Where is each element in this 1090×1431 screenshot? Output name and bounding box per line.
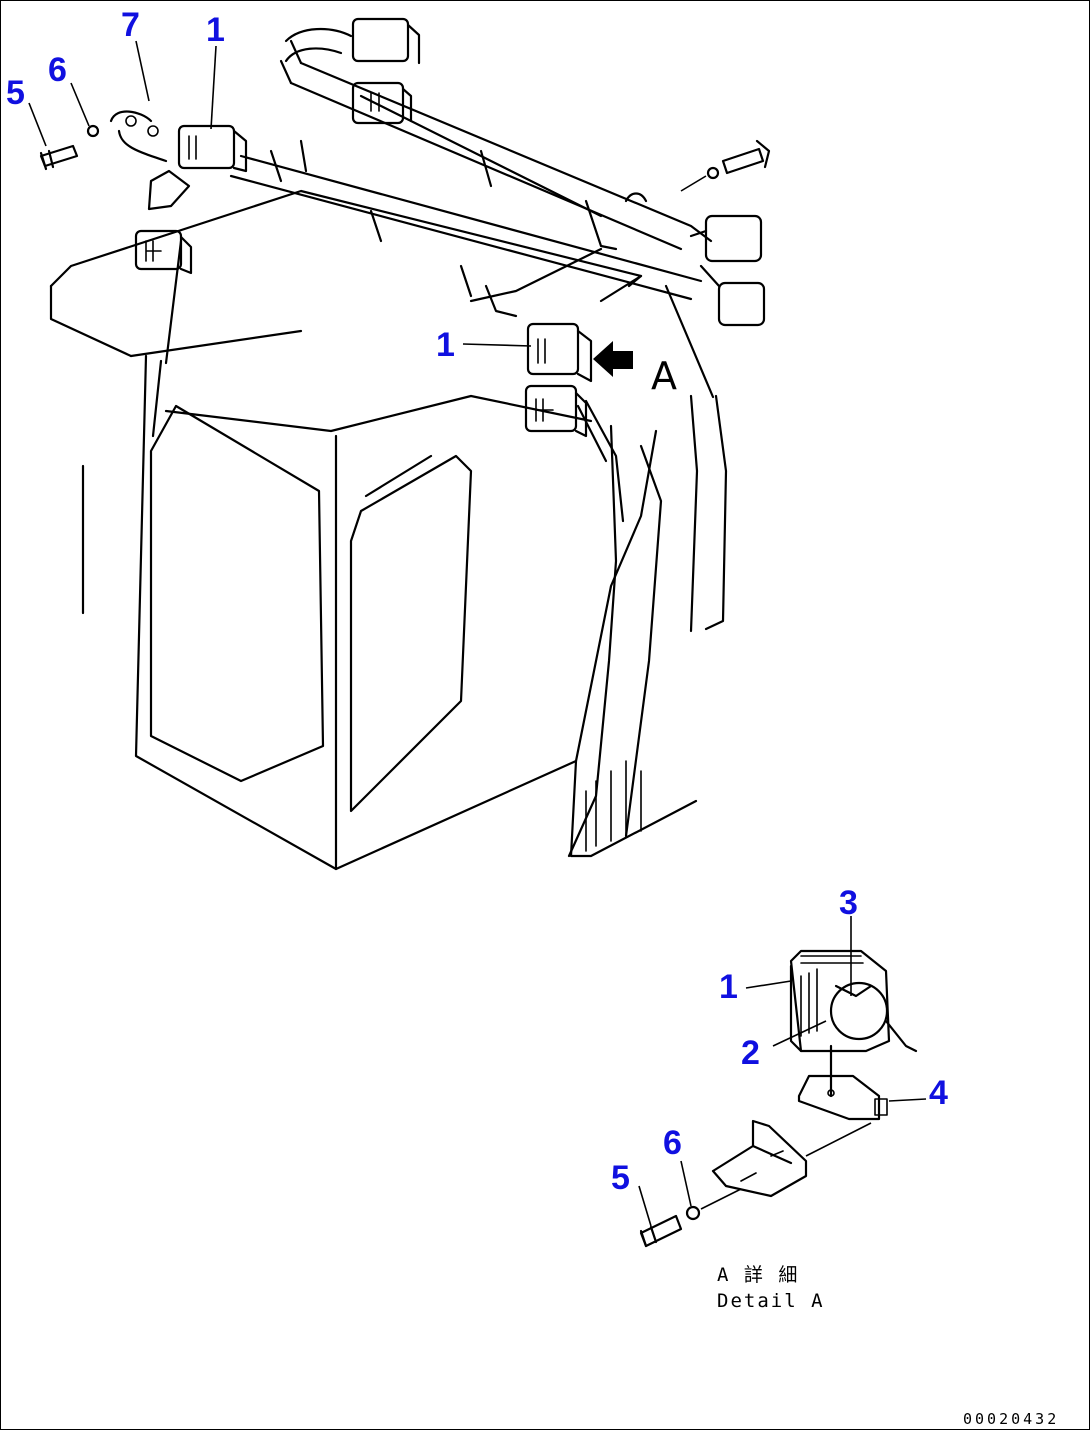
callout-3-detail: 3 — [839, 884, 858, 922]
view-arrow-a: A — [593, 341, 677, 398]
detail-a-assembly — [639, 949, 918, 1248]
work-lamp-front-upper — [526, 322, 593, 383]
callout-1-detail: 1 — [719, 968, 738, 1006]
roof-light-frame — [109, 27, 713, 523]
detail-caption: A 詳 細 Detail A — [717, 1264, 825, 1312]
leader-lines — [28, 40, 927, 1227]
callout-6-top: 6 — [48, 51, 67, 89]
work-lamp-rear-top — [351, 17, 421, 125]
callout-5-top: 5 — [6, 74, 25, 112]
cab-body — [49, 189, 728, 871]
callout-numbers: 5 6 7 1 1 1 2 3 4 5 6 — [6, 6, 948, 1197]
callout-6-detail: 6 — [663, 1124, 682, 1162]
work-lamp-left-lower — [134, 229, 193, 275]
fasteners-top-left — [39, 115, 191, 211]
callout-1-top: 1 — [206, 11, 225, 49]
detail-caption-en: Detail A — [717, 1290, 825, 1312]
bolt-top-right — [680, 139, 771, 192]
callout-2-detail: 2 — [741, 1034, 760, 1072]
callout-1-mid: 1 — [436, 326, 455, 364]
doc-number: 00020432 — [963, 1410, 1059, 1428]
work-lamp-top-left — [177, 124, 248, 173]
callout-5-detail: 5 — [611, 1159, 630, 1197]
view-label-a: A — [651, 354, 677, 398]
work-lamp-front-lower — [524, 384, 588, 438]
work-lamp-right — [689, 214, 766, 327]
callout-7-top: 7 — [121, 6, 140, 44]
callout-4-detail: 4 — [929, 1074, 948, 1112]
detail-caption-jp: A 詳 細 — [717, 1264, 799, 1286]
